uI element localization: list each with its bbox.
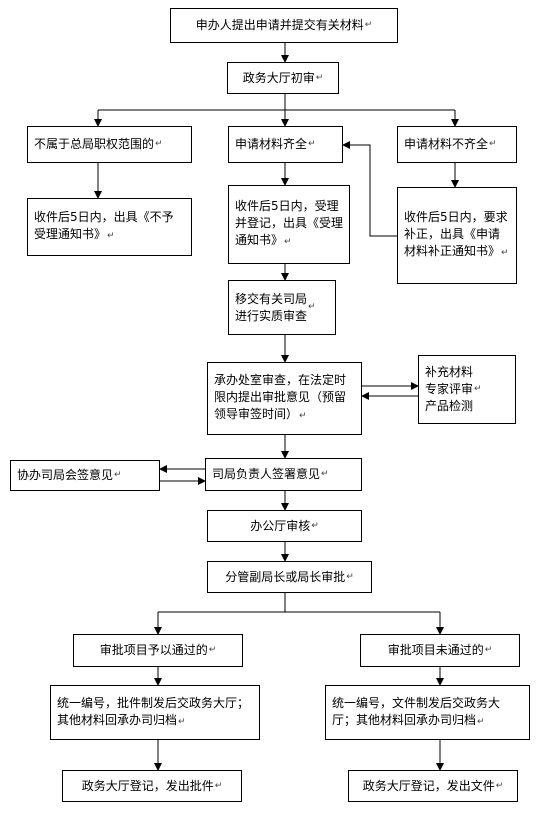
- node-label: 承办处室审查，在法定时限内提出审批意见（预留领导审签时间）: [214, 373, 347, 421]
- line-end-mark: ↵: [477, 716, 485, 727]
- node-co-department-signoff: 协办司局会签意见↵: [10, 460, 160, 491]
- node-label: 补充材料 专家评审 产品检测: [425, 365, 474, 413]
- node-hall-prereview: 政务大厅初审↵: [227, 62, 339, 94]
- node-number-approval-archive: 统一编号，批件制发后交政务大厅；其他材料回承办司归档↵: [50, 685, 260, 740]
- node-label: 统一编号，批件制发后交政务大厅；其他材料回承办司归档: [57, 695, 250, 727]
- line-end-mark: ↵: [501, 248, 509, 258]
- node-label: 司局负责人签署意见: [212, 467, 321, 481]
- node-number-document-archive: 统一编号，文件制发后交政务大厅；其他材料回承办司归档↵: [325, 685, 530, 740]
- node-label: 收件后5日内，受理并登记，出具《受理通知书》: [235, 199, 344, 247]
- node-label: 申请材料不齐全: [404, 137, 489, 151]
- node-label: 审批项目未通过的: [387, 643, 484, 657]
- line-end-mark: ↵: [155, 139, 163, 149]
- node-director-signoff: 司局负责人签署意见↵: [205, 458, 362, 491]
- line-end-mark: ↵: [315, 72, 324, 83]
- node-label: 收件后5日内，出具《不予受理通知书》: [34, 210, 174, 241]
- node-approved: 审批项目予以通过的↵: [73, 634, 243, 667]
- line-end-mark: ↵: [364, 20, 373, 30]
- line-end-mark: ↵: [107, 231, 115, 241]
- node-submit-application: 申办人提出申请并提交有关材料↵: [170, 8, 398, 43]
- node-label: 审批项目予以通过的: [99, 643, 208, 657]
- line-end-mark: ↵: [114, 470, 122, 480]
- node-label: 办公厅审核: [250, 518, 311, 533]
- line-end-mark: ↵: [308, 139, 316, 149]
- node-leader-approval: 分管副局长或局长审批↵: [207, 561, 372, 593]
- node-issue-document: 政务大厅登记，发出文件↵: [348, 770, 518, 802]
- node-out-of-scope: 不属于总局职权范围的↵: [27, 126, 192, 163]
- arrow-supplement-back-to-complete: [342, 141, 397, 237]
- line-end-mark: ↵: [178, 716, 186, 727]
- node-label: 统一编号，文件制发后交政务大厅；其他材料回承办司归档: [332, 695, 501, 727]
- node-accept-register: 收件后5日内，受理并登记，出具《受理通知书》↵: [228, 185, 350, 264]
- line-end-mark: ↵: [299, 411, 307, 421]
- line-end-mark: ↵: [308, 302, 316, 312]
- node-label: 收件后5日内，要求补正，出具《申请材料补正通知书》: [404, 210, 508, 258]
- line-end-mark: ↵: [346, 571, 354, 582]
- node-label: 政务大厅登记，发出批件: [81, 778, 214, 793]
- line-end-mark: ↵: [474, 384, 482, 394]
- line-end-mark: ↵: [208, 645, 217, 655]
- node-label: 申办人提出申请并提交有关材料: [195, 18, 364, 32]
- node-label: 移交有关司局 进行实质审查: [235, 291, 308, 323]
- node-label: 不属于总局职权范围的: [34, 137, 155, 151]
- node-general-office-review: 办公厅审核↵: [207, 510, 362, 542]
- node-issue-approval: 政务大厅登记，发出批件↵: [62, 770, 242, 802]
- line-end-mark: ↵: [321, 469, 329, 479]
- node-materials-complete: 申请材料齐全↵: [228, 126, 343, 163]
- node-supplementary-checks: 补充材料 专家评审 产品检测↵: [418, 355, 516, 424]
- node-label: 申请材料齐全: [235, 137, 308, 151]
- line-end-mark: ↵: [484, 645, 493, 655]
- node-label: 政务大厅登记，发出文件: [362, 778, 495, 793]
- line-end-mark: ↵: [214, 780, 223, 791]
- node-materials-incomplete: 申请材料不齐全↵: [397, 126, 517, 163]
- node-supplement-notice: 收件后5日内，要求补正，出具《申请材料补正通知书》↵: [397, 187, 517, 284]
- line-end-mark: ↵: [489, 139, 497, 149]
- line-end-mark: ↵: [284, 237, 292, 247]
- node-label: 协办司局会签意见: [17, 468, 114, 482]
- node-rejected: 审批项目未通过的↵: [360, 634, 520, 667]
- node-division-review: 承办处室审查，在法定时限内提出审批意见（预留领导审签时间）↵: [207, 362, 362, 435]
- node-label: 分管副局长或局长审批: [225, 569, 346, 584]
- node-label: 政务大厅初审: [242, 70, 315, 85]
- node-reject-notice: 收件后5日内，出具《不予受理通知书》↵: [27, 198, 192, 256]
- line-end-mark: ↵: [311, 520, 319, 531]
- line-end-mark: ↵: [495, 780, 504, 791]
- node-transfer-substantive-review: 移交有关司局 进行实质审查↵: [228, 280, 336, 335]
